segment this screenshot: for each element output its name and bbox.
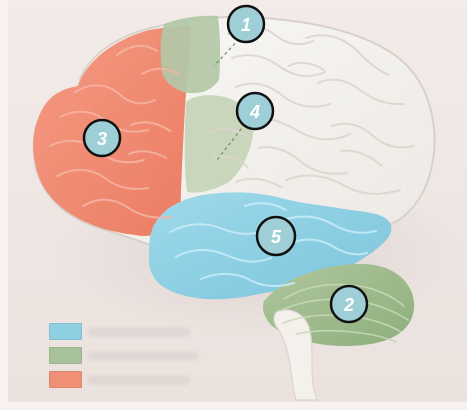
legend-swatch-green	[49, 347, 82, 364]
marker-5: 5	[257, 217, 295, 255]
marker-2-label: 2	[343, 295, 354, 315]
bottom-frame-edge	[0, 402, 467, 410]
legend-swatch-blue	[49, 323, 82, 340]
marker-3: 3	[84, 120, 120, 156]
marker-4-label: 4	[249, 102, 260, 122]
marker-1-label: 1	[241, 15, 251, 35]
legend-blurred-text-green	[87, 351, 199, 361]
legend-blurred-text-red	[87, 375, 190, 385]
legend	[49, 323, 219, 395]
marker-2: 2	[331, 286, 367, 322]
left-frame-edge	[0, 0, 8, 410]
marker-4: 4	[237, 93, 273, 129]
marker-3-label: 3	[97, 129, 107, 149]
legend-item-green	[49, 347, 219, 371]
upper-green-region	[161, 16, 220, 93]
marker-5-label: 5	[271, 227, 282, 247]
legend-blurred-text-blue	[87, 327, 191, 337]
legend-swatch-red	[49, 371, 82, 388]
marker-1: 1	[228, 6, 264, 42]
legend-item-blue	[49, 323, 219, 347]
legend-item-red	[49, 371, 219, 395]
